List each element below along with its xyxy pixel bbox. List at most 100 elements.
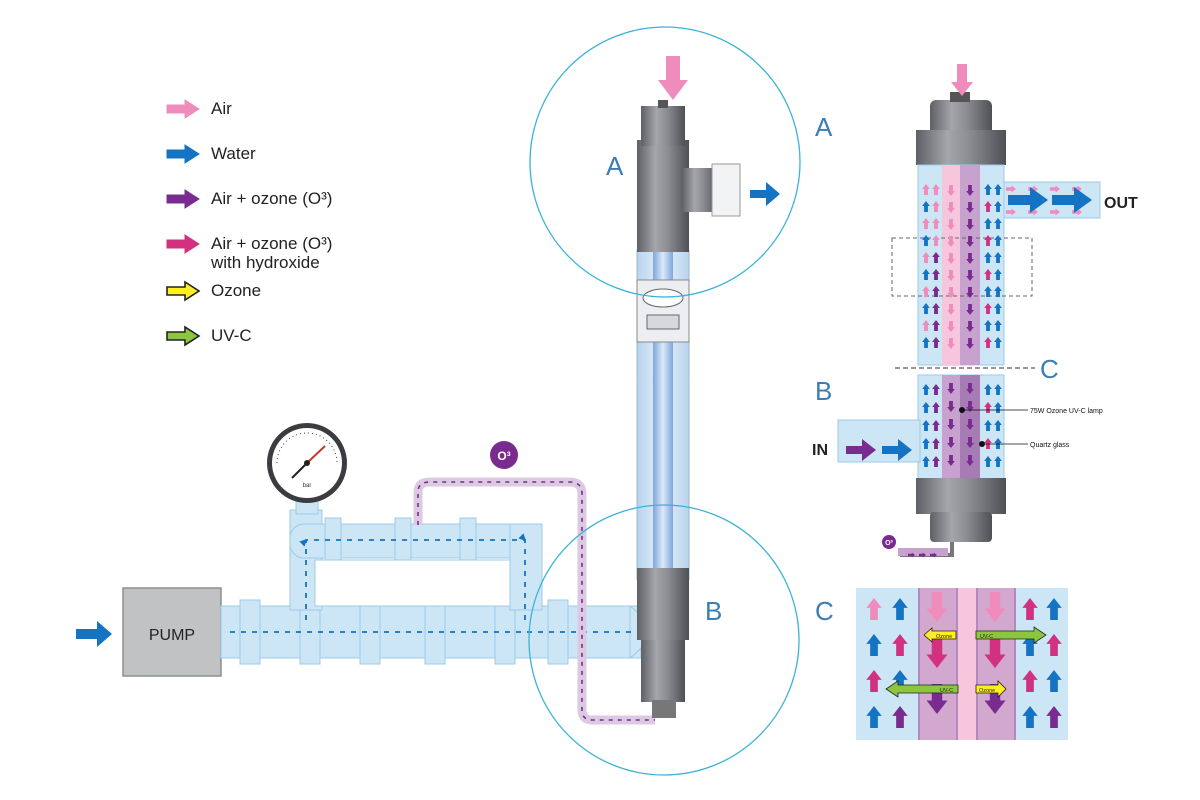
in-label: IN [812,442,828,459]
flow-arrow [1022,706,1038,728]
flow-arrow [932,286,940,297]
ozone-badge-main [490,441,518,469]
legend-item-water: Water [165,143,395,164]
flow-arrow [922,320,930,331]
flow-arrow [984,252,992,263]
ozone-badge-main-text: O³ [497,449,510,463]
flow-arrow [966,338,974,349]
flow-arrow [966,185,974,196]
legend-label-air-ozone: Air + ozone (O³) [211,189,333,208]
reactor-air-inlet-arrow [658,56,688,100]
legend-item-air-ozone: Air + ozone (O³) [165,188,395,209]
flow-arrow [994,303,1002,314]
flow-arrow [984,384,992,395]
flow-arrow [947,321,955,332]
water-arrow-icon [166,144,200,164]
flow-arrow [994,235,1002,246]
ozone-emission-arrow-1 [923,627,957,643]
flow-arrow [947,236,955,247]
legend-label-uvc: UV-C [211,326,252,345]
flow-arrow [947,270,955,281]
flow-arrow [994,201,1002,212]
pressure-gauge: bar [267,423,347,515]
flow-arrow [926,638,948,668]
uvc-arrow-icon [166,325,201,347]
zone-b-inner-label: B [705,596,722,626]
flow-arrow [1006,208,1016,216]
pump-box [122,587,222,677]
out-water-arrow-1 [1008,187,1048,213]
flow-arrow [966,455,974,466]
flow-arrow [1046,634,1062,656]
flow-arrow [922,252,930,263]
legend: Air Water Air + ozone (O³) Air + ozone (… [165,98,395,370]
flow-arrow [1006,185,1016,193]
flow-arrow [994,420,1002,431]
legend-item-ozone: Ozone [165,280,395,302]
legend-label-water: Water [211,144,256,163]
flow-arrow [984,184,992,195]
flow-arrow [922,286,930,297]
detail-top-c-label: C [1040,354,1059,384]
flow-arrow [994,384,1002,395]
detail-c-panel [856,588,1068,740]
zone-a-inner-label: A [606,151,624,181]
out-water-arrow-2 [1052,187,1092,213]
flow-arrow [947,219,955,230]
legend-item-air-ozone-hydroxide: Air + ozone (O³)with hydroxide [165,233,395,272]
flow-arrow [922,438,930,449]
flow-arrow [932,201,940,212]
detail-top-air-arrow [951,64,973,96]
detail-b-label: B [815,376,832,406]
legend-label-air-ozone-hydroxide: Air + ozone (O³)with hydroxide [211,234,332,272]
c-tag-ozone-1: Ozone [936,634,952,640]
flow-arrow [984,235,992,246]
flow-arrow [984,438,992,449]
flow-arrow [932,384,940,395]
flow-arrow [866,706,882,728]
c-tag-ozone-2: Ozone [979,688,995,694]
flow-arrow [922,184,930,195]
flow-arrow [947,202,955,213]
legend-label-line1: Air + ozone (O³) [211,234,333,253]
flow-arrow [922,269,930,280]
air-ozone-arrow-icon [166,189,200,209]
zone-b-circle [528,504,800,776]
uvc-emission-arrow-2 [885,680,959,698]
detail-a-label: A [815,112,833,142]
flow-arrow [947,401,955,412]
flow-arrow [930,552,937,558]
flow-arrow [1046,706,1062,728]
flow-arrow [994,286,1002,297]
flow-arrow [1050,208,1060,216]
air-arrow-icon [166,99,200,119]
flow-arrow [984,320,992,331]
flow-arrow [994,337,1002,348]
flow-arrow [1022,670,1038,692]
gauge-unit-text: bar [303,483,312,489]
flow-arrow [947,383,955,394]
flow-arrow [919,552,926,558]
flow-arrow [1022,598,1038,620]
flow-arrow [926,592,948,622]
legend-item-air: Air [165,98,395,119]
flow-arrow [966,236,974,247]
flow-arrow [947,419,955,430]
out-label: OUT [1104,195,1138,212]
flow-arrow [866,670,882,692]
flow-arrow [932,337,940,348]
flow-arrow [932,252,940,263]
detail-bottom-housing [837,374,1006,557]
flow-arrow [922,235,930,246]
uvc-emission-arrow-1 [975,626,1047,644]
legend-label-line2: with hydroxide [211,253,320,272]
ozone-badge-detail [882,535,896,549]
flow-arrow [994,320,1002,331]
flow-arrow [984,638,1006,668]
flow-arrow [932,303,940,314]
inlet-water-arrow [76,621,112,647]
c-tag-uvc-2: UV-C [940,688,953,694]
flow-arrow [966,321,974,332]
